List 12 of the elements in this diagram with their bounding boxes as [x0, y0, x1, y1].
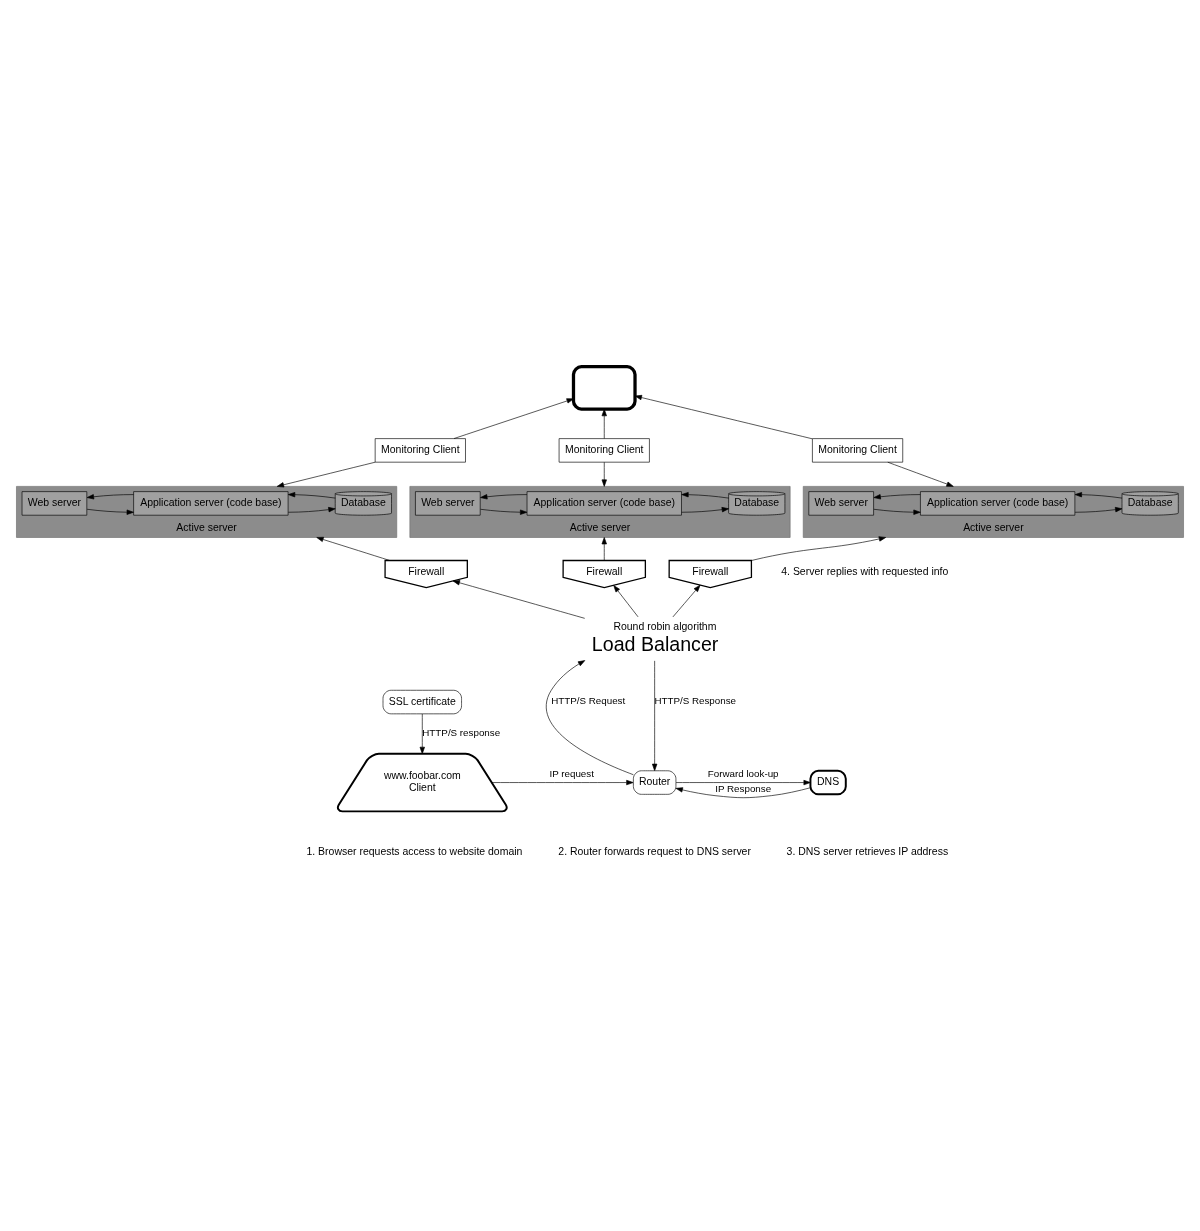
label: 4. Server replies with requested info [781, 566, 949, 578]
node-text: Load Balancer [591, 633, 719, 656]
edge-label: IP request [549, 768, 594, 780]
edge-label: Forward look-up [707, 768, 779, 780]
edge-label: HTTP/S response [422, 727, 501, 739]
edge-label: HTTP/S Response [654, 695, 737, 707]
edge-label: HTTP/S Request [551, 695, 626, 707]
edge-label: IP Response [715, 783, 772, 795]
label: 3. DNS server retrieves IP address [786, 846, 949, 858]
label: 1. Browser requests access to website domain [306, 846, 523, 858]
node-label: Round robin algorithm [613, 620, 717, 632]
label: 2. Router forwards request to DNS server [558, 846, 751, 858]
